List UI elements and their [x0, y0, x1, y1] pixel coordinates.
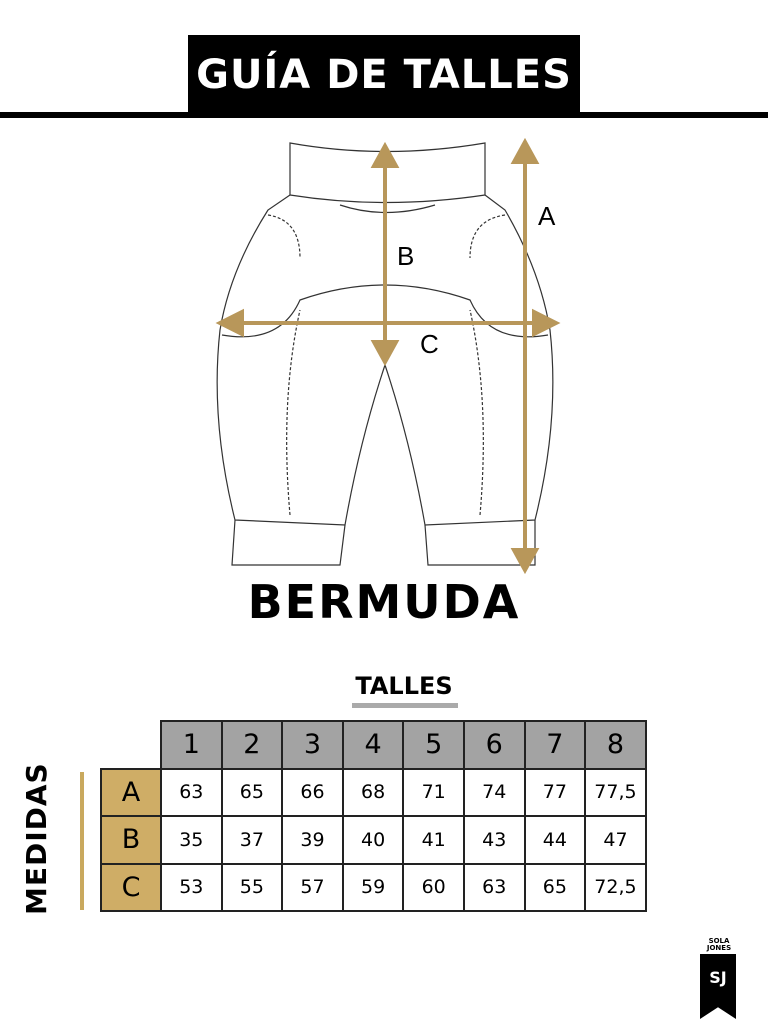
table-cell: 71	[402, 767, 465, 817]
table-cell: 40	[341, 815, 405, 865]
table-cell: 65	[523, 862, 587, 912]
table-cell: 72,5	[584, 862, 647, 912]
row-group-line	[80, 772, 84, 910]
label-b: B	[397, 241, 414, 271]
table-cell: 77	[523, 767, 587, 817]
size-table: 1 2 3 4 5 6 7 8 A 63 65 66 68 71 74 77 7…	[100, 720, 647, 912]
page-title: GUÍA DE TALLES	[188, 35, 580, 115]
table-cell: 60	[402, 862, 465, 912]
product-name: BERMUDA	[247, 575, 521, 629]
table-cell: 43	[462, 815, 526, 865]
brand-line2: JONES	[706, 944, 732, 952]
brand-mark: SJ	[700, 954, 736, 1019]
table-cell: 44	[523, 815, 587, 865]
table-cell: 74	[462, 767, 526, 817]
table-row: A 63 65 66 68 71 74 77 77,5	[100, 767, 647, 817]
title-underline	[352, 703, 458, 708]
table-cell: 35	[160, 815, 223, 865]
table-cell: 37	[220, 815, 284, 865]
table-cell: 65	[220, 767, 284, 817]
brand-line1: SOLA	[708, 937, 730, 945]
bermuda-diagram: A B C	[215, 137, 561, 575]
table-cell: 77,5	[584, 767, 647, 817]
table-cell: 66	[281, 767, 344, 817]
brand-logo: SOLA JONES SJ	[700, 938, 738, 1019]
table-cell: 63	[462, 862, 526, 912]
table-cell: 47	[584, 815, 647, 865]
row-group-label: MEDIDAS	[20, 762, 53, 915]
row-label: C	[100, 862, 162, 912]
table-cell: 39	[281, 815, 344, 865]
table-row: C 53 55 57 59 60 63 65 72,5	[100, 862, 647, 912]
table-title: TALLES	[355, 672, 453, 700]
table-cell: 63	[160, 767, 223, 817]
table-cell: 57	[281, 862, 344, 912]
table-row: B 35 37 39 40 41 43 44 47	[100, 815, 647, 865]
label-c: C	[420, 329, 439, 359]
table-cell: 59	[341, 862, 405, 912]
size-header: 7	[523, 720, 587, 770]
table-cell: 55	[220, 862, 284, 912]
size-header: 1	[160, 720, 223, 770]
corner-cell	[101, 721, 162, 770]
row-label: B	[100, 815, 162, 865]
size-header: 8	[584, 720, 647, 770]
label-a: A	[538, 201, 556, 231]
table-cell: 53	[160, 862, 223, 912]
table-cell: 41	[402, 815, 465, 865]
size-header: 2	[220, 720, 284, 770]
size-header: 6	[462, 720, 526, 770]
size-header: 5	[402, 720, 465, 770]
table-cell: 68	[341, 767, 405, 817]
row-label: A	[100, 767, 162, 817]
size-header: 4	[341, 720, 405, 770]
header-divider	[0, 112, 768, 118]
size-header: 3	[281, 720, 344, 770]
header-row: 1 2 3 4 5 6 7 8	[101, 720, 647, 770]
